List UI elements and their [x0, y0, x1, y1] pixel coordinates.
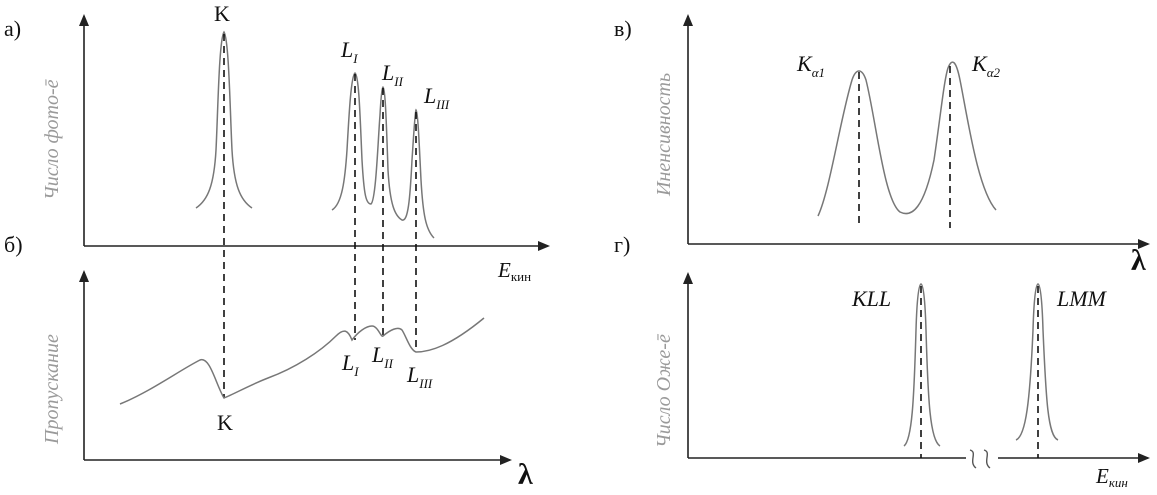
transmission-curve — [119, 317, 485, 405]
edge-label-k: K — [217, 410, 233, 435]
peak-label-l2: LII — [381, 60, 404, 89]
peak-label-lmm: LMM — [1056, 286, 1108, 311]
peak-label-l3: LIII — [423, 83, 450, 112]
panel-b-x-label: λ — [518, 458, 533, 491]
panel-a-y-label: Число фото-ē — [41, 78, 63, 200]
panel-v-y-label: Иненсивность — [653, 73, 675, 197]
peak-label-k: K — [214, 1, 230, 26]
panel-b: б) Пропускание K LI LII LIII λ — [4, 232, 533, 491]
peak-label-k-alpha2: Kα2 — [971, 51, 1001, 80]
peak-label-kll: KLL — [851, 286, 891, 311]
lmm-peak-curve — [1015, 283, 1059, 441]
panel-g-y-label: Число Оже-ē — [653, 333, 675, 448]
peak-k-curve — [195, 30, 253, 209]
panel-g: г) Число Оже-ē KLL LMM Eкин — [614, 232, 1150, 490]
panel-v: в) Иненсивность Kα1 Kα2 λ — [614, 14, 1150, 277]
panel-a-x-label: Eкин — [497, 258, 531, 284]
axis-break-icon — [969, 449, 991, 469]
edge-label-l3: LIII — [406, 362, 433, 391]
panel-b-label: б) — [4, 232, 23, 257]
panel-g-x-label: Eкин — [1095, 464, 1128, 490]
peak-l-triplet-curve — [331, 72, 435, 239]
panel-b-y-label: Пропускание — [41, 334, 63, 445]
peak-label-l1: LI — [340, 37, 358, 66]
edge-label-l2: LII — [371, 342, 394, 371]
kll-peak-curve — [903, 283, 941, 447]
peak-label-k-alpha1: Kα1 — [796, 51, 825, 80]
panel-a: а) Число фото-ē K LI LII LIII Eкин — [4, 1, 550, 284]
panel-v-label: в) — [614, 16, 632, 41]
panel-a-label: а) — [4, 16, 21, 41]
edge-connectors — [223, 34, 417, 398]
edge-label-l1: LI — [341, 350, 359, 379]
panel-g-label: г) — [614, 232, 630, 257]
k-alpha-doublet-curve — [817, 61, 997, 217]
panel-v-x-label: λ — [1131, 244, 1146, 277]
